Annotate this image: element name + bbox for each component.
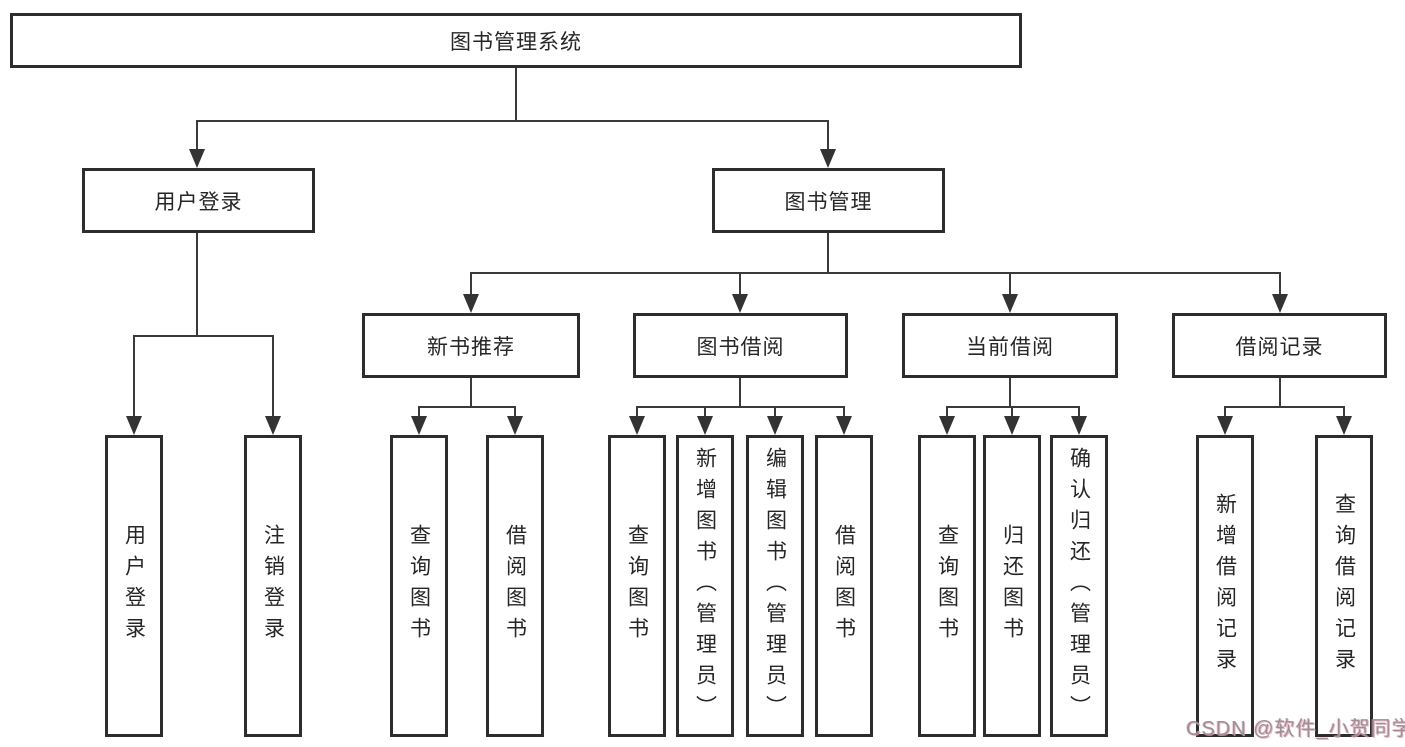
connector-to-level3: [739, 272, 741, 297]
connector-to-leaf: [1078, 406, 1080, 421]
connector-book-management-stem: [827, 233, 829, 274]
connector-to-level3: [1279, 272, 1281, 297]
leaf-label: 新增借阅记录: [1213, 493, 1237, 679]
leaf-label: 借阅图书: [832, 524, 856, 648]
node-leaf-query-books-recommend: 查询图书: [390, 435, 448, 737]
connector-user-login-stem: [196, 233, 198, 337]
leaf-label: 查询图书: [935, 524, 959, 648]
connector-borrowing-rail: [636, 406, 845, 408]
leaf-label: 编辑图书（管理员）: [763, 446, 787, 726]
arrow-down-icon: [767, 416, 783, 435]
leaf-label: 确认归还（管理员）: [1067, 446, 1091, 726]
arrow-down-icon: [411, 416, 427, 435]
connector-root-stem: [515, 68, 517, 122]
node-leaf-confirm-return-admin: 确认归还（管理员）: [1050, 435, 1108, 737]
connector-to-leaf: [704, 406, 706, 421]
connector-to-book-management: [827, 120, 829, 152]
connector-to-leaf: [636, 406, 638, 421]
node-leaf-query-books-current: 查询图书: [918, 435, 976, 737]
connector-borrowing-stem: [739, 378, 741, 408]
node-leaf-add-books-admin: 新增图书（管理员）: [676, 435, 734, 737]
node-leaf-borrow-books-recommend: 借阅图书: [486, 435, 544, 737]
connector-recommend-stem: [470, 378, 472, 408]
arrow-down-icon: [463, 294, 479, 313]
node-leaf-user-login: 用户登录: [105, 435, 163, 737]
connector-book-management-rail: [470, 272, 1281, 274]
connector-user-login-rail: [133, 335, 274, 337]
connector-records-rail: [1224, 406, 1345, 408]
arrow-down-icon: [189, 149, 205, 168]
connector-to-leaf: [843, 406, 845, 421]
node-leaf-return-books: 归还图书: [983, 435, 1041, 737]
node-leaf-borrow-books-borrow: 借阅图书: [815, 435, 873, 737]
leaf-label: 注销登录: [261, 524, 285, 648]
connector-to-level3: [470, 272, 472, 297]
arrow-down-icon: [126, 416, 142, 435]
node-book-borrowing: 图书借阅: [633, 313, 848, 378]
node-library-management-system: 图书管理系统: [10, 13, 1022, 68]
leaf-label: 查询借阅记录: [1332, 493, 1356, 679]
node-user-login: 用户登录: [82, 168, 315, 233]
connector-to-leaf: [1011, 406, 1013, 421]
arrow-down-icon: [629, 416, 645, 435]
connector-to-leaf: [133, 335, 135, 419]
watermark: CSDN @软件_小贺同学: [1186, 718, 1405, 740]
arrow-down-icon: [697, 416, 713, 435]
node-leaf-edit-books-admin: 编辑图书（管理员）: [746, 435, 804, 737]
connector-to-leaf: [946, 406, 948, 421]
connector-root-rail: [196, 120, 829, 122]
arrow-down-icon: [1217, 416, 1233, 435]
arrow-down-icon: [1071, 416, 1087, 435]
arrow-down-icon: [732, 294, 748, 313]
connector-to-leaf: [514, 406, 516, 421]
leaf-label: 查询图书: [625, 524, 649, 648]
node-current-borrowing: 当前借阅: [902, 313, 1118, 378]
arrow-down-icon: [507, 416, 523, 435]
connector-to-leaf: [1343, 406, 1345, 421]
connector-to-user-login: [196, 120, 198, 152]
connector-to-level3: [1009, 272, 1011, 297]
leaf-label: 借阅图书: [503, 524, 527, 648]
node-leaf-logout: 注销登录: [244, 435, 302, 737]
node-leaf-add-borrow-record: 新增借阅记录: [1196, 435, 1254, 737]
connector-to-leaf: [1224, 406, 1226, 421]
connector-records-stem: [1279, 378, 1281, 408]
connector-to-leaf: [272, 335, 274, 419]
node-leaf-query-books-borrow: 查询图书: [608, 435, 666, 737]
arrow-down-icon: [836, 416, 852, 435]
leaf-label: 查询图书: [407, 524, 431, 648]
arrow-down-icon: [820, 149, 836, 168]
node-leaf-query-borrow-record: 查询借阅记录: [1315, 435, 1373, 737]
connector-to-leaf: [774, 406, 776, 421]
arrow-down-icon: [265, 416, 281, 435]
arrow-down-icon: [1002, 294, 1018, 313]
arrow-down-icon: [1272, 294, 1288, 313]
arrow-down-icon: [939, 416, 955, 435]
node-borrowing-records: 借阅记录: [1172, 313, 1387, 378]
node-book-management: 图书管理: [712, 168, 945, 233]
connector-recommend-rail: [418, 406, 516, 408]
connector-current-stem: [1009, 378, 1011, 408]
leaf-label: 新增图书（管理员）: [693, 446, 717, 726]
node-new-book-recommendation: 新书推荐: [362, 313, 580, 378]
connector-current-rail: [946, 406, 1080, 408]
connector-to-leaf: [418, 406, 420, 421]
leaf-label: 归还图书: [1000, 524, 1024, 648]
arrow-down-icon: [1004, 416, 1020, 435]
arrow-down-icon: [1336, 416, 1352, 435]
leaf-label: 用户登录: [122, 524, 146, 648]
